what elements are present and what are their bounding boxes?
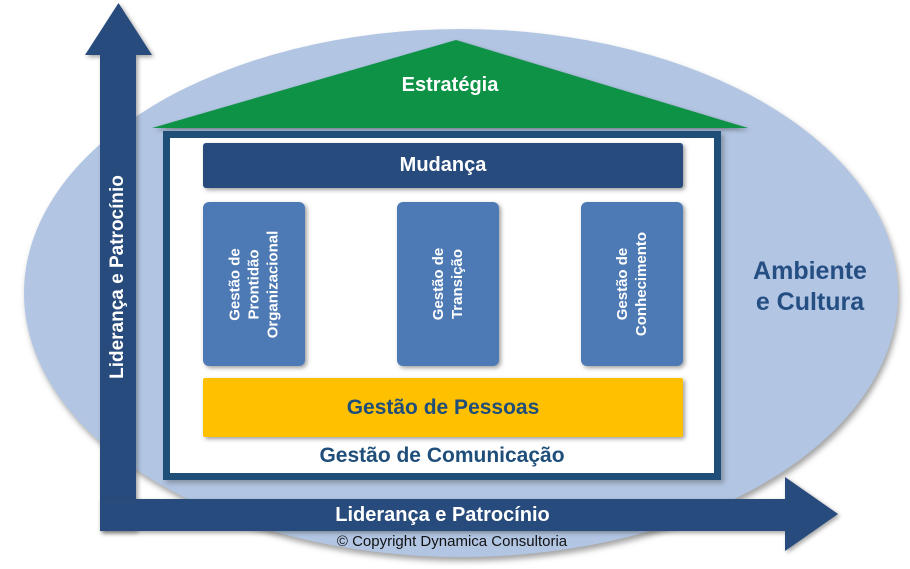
- copyright-text: © Copyright Dynamica Consultoria: [336, 533, 568, 550]
- people-management-bar: Gestão de Pessoas: [203, 378, 683, 437]
- pillar-readiness-label: Gestão de Prontidão Organizacional: [226, 230, 282, 338]
- bottom-arrow-label: Liderança e Patrocínio: [335, 504, 550, 526]
- pillar-readiness: Gestão de Prontidão Organizacional: [203, 202, 305, 366]
- up-arrow-icon: [85, 3, 152, 531]
- change-beam: Mudança: [203, 143, 683, 188]
- right-arrow-icon: [100, 477, 838, 551]
- left-arrow-label: Liderança e Patrocínio: [107, 175, 128, 379]
- roof-triangle: [152, 40, 748, 128]
- pillar-transition: Gestão de Transição: [397, 202, 499, 366]
- pillar-knowledge: Gestão de Conhecimento: [581, 202, 683, 366]
- house-frame: Mudança Gestão de Prontidão Organizacion…: [163, 131, 721, 480]
- roof-label: Estratégia: [401, 74, 499, 96]
- environment-label: Ambiente e Cultura: [753, 257, 867, 316]
- pillar-knowledge-label: Gestão de Conhecimento: [614, 231, 650, 337]
- communication-label: Gestão de Comunicação: [319, 444, 565, 467]
- pillar-transition-label: Gestão de Transição: [430, 247, 466, 321]
